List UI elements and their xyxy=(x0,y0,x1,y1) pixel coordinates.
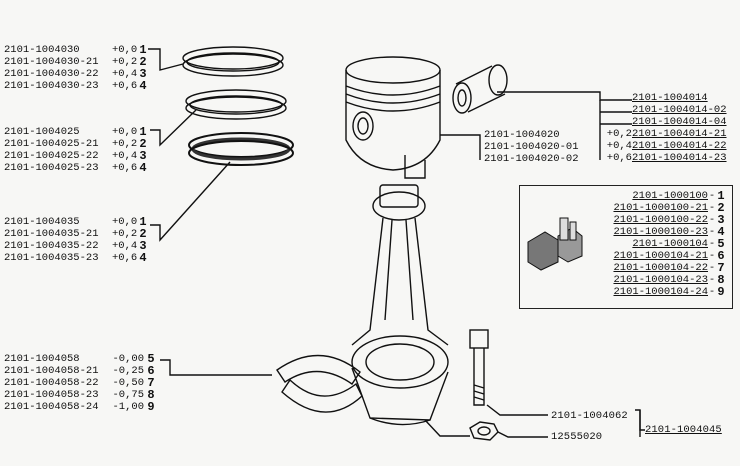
pin-labels: 2101-1004014 2101-1004014-02 2101-100401… xyxy=(606,92,727,164)
pin-row: 2101-1004014-04 xyxy=(632,116,727,128)
assembly-row: 2101-1000100-22-3 xyxy=(613,213,725,227)
assembly-row: 2101-1000100-1 xyxy=(632,189,725,203)
piston-part: 2101-1004020-01 xyxy=(484,141,579,153)
compression-ring-middle xyxy=(185,89,287,120)
assembly-row: 2101-1000104-5 xyxy=(632,237,725,251)
big-end-bearing xyxy=(276,354,363,413)
pin-row: 2101-1004014-02 xyxy=(632,104,727,116)
connecting-rod xyxy=(351,184,449,426)
piston-pin xyxy=(452,64,508,114)
rod-label: 2101-1004045 xyxy=(645,424,722,436)
nut-label: 12555020 xyxy=(551,431,603,443)
assembly-row: 2101-1000104-24-9 xyxy=(613,285,725,299)
rod-bolt xyxy=(469,329,489,406)
piston-labels: 2101-1004020 2101-1004020-01 2101-100402… xyxy=(484,129,579,165)
oil-control-ring xyxy=(188,132,294,166)
compression-ring-top xyxy=(182,46,284,77)
assembly-row: 2101-1000100-23-4 xyxy=(613,225,725,239)
rod-nut xyxy=(469,421,499,441)
assembly-row: 2101-1000100-21-2 xyxy=(613,201,725,215)
pin-row: 2101-1004014 xyxy=(632,92,708,104)
bolt-label: 2101-1004062 xyxy=(551,410,628,422)
assembly-set-illustration xyxy=(527,217,583,271)
assembly-set-labels: 2101-1000100-1 2101-1000100-21-2 2101-10… xyxy=(600,189,726,299)
piston-part: 2101-1004020-02 xyxy=(484,153,579,165)
assembly-row: 2101-1000104-23-8 xyxy=(613,273,725,287)
assembly-row: 2101-1000104-21-6 xyxy=(613,249,725,263)
piston xyxy=(345,56,441,179)
assembly-row: 2101-1000104-22-7 xyxy=(613,261,725,275)
piston-part: 2101-1004020 xyxy=(484,129,560,141)
assembly-set-box: 2101-1000100-1 2101-1000100-21-2 2101-10… xyxy=(519,185,733,309)
